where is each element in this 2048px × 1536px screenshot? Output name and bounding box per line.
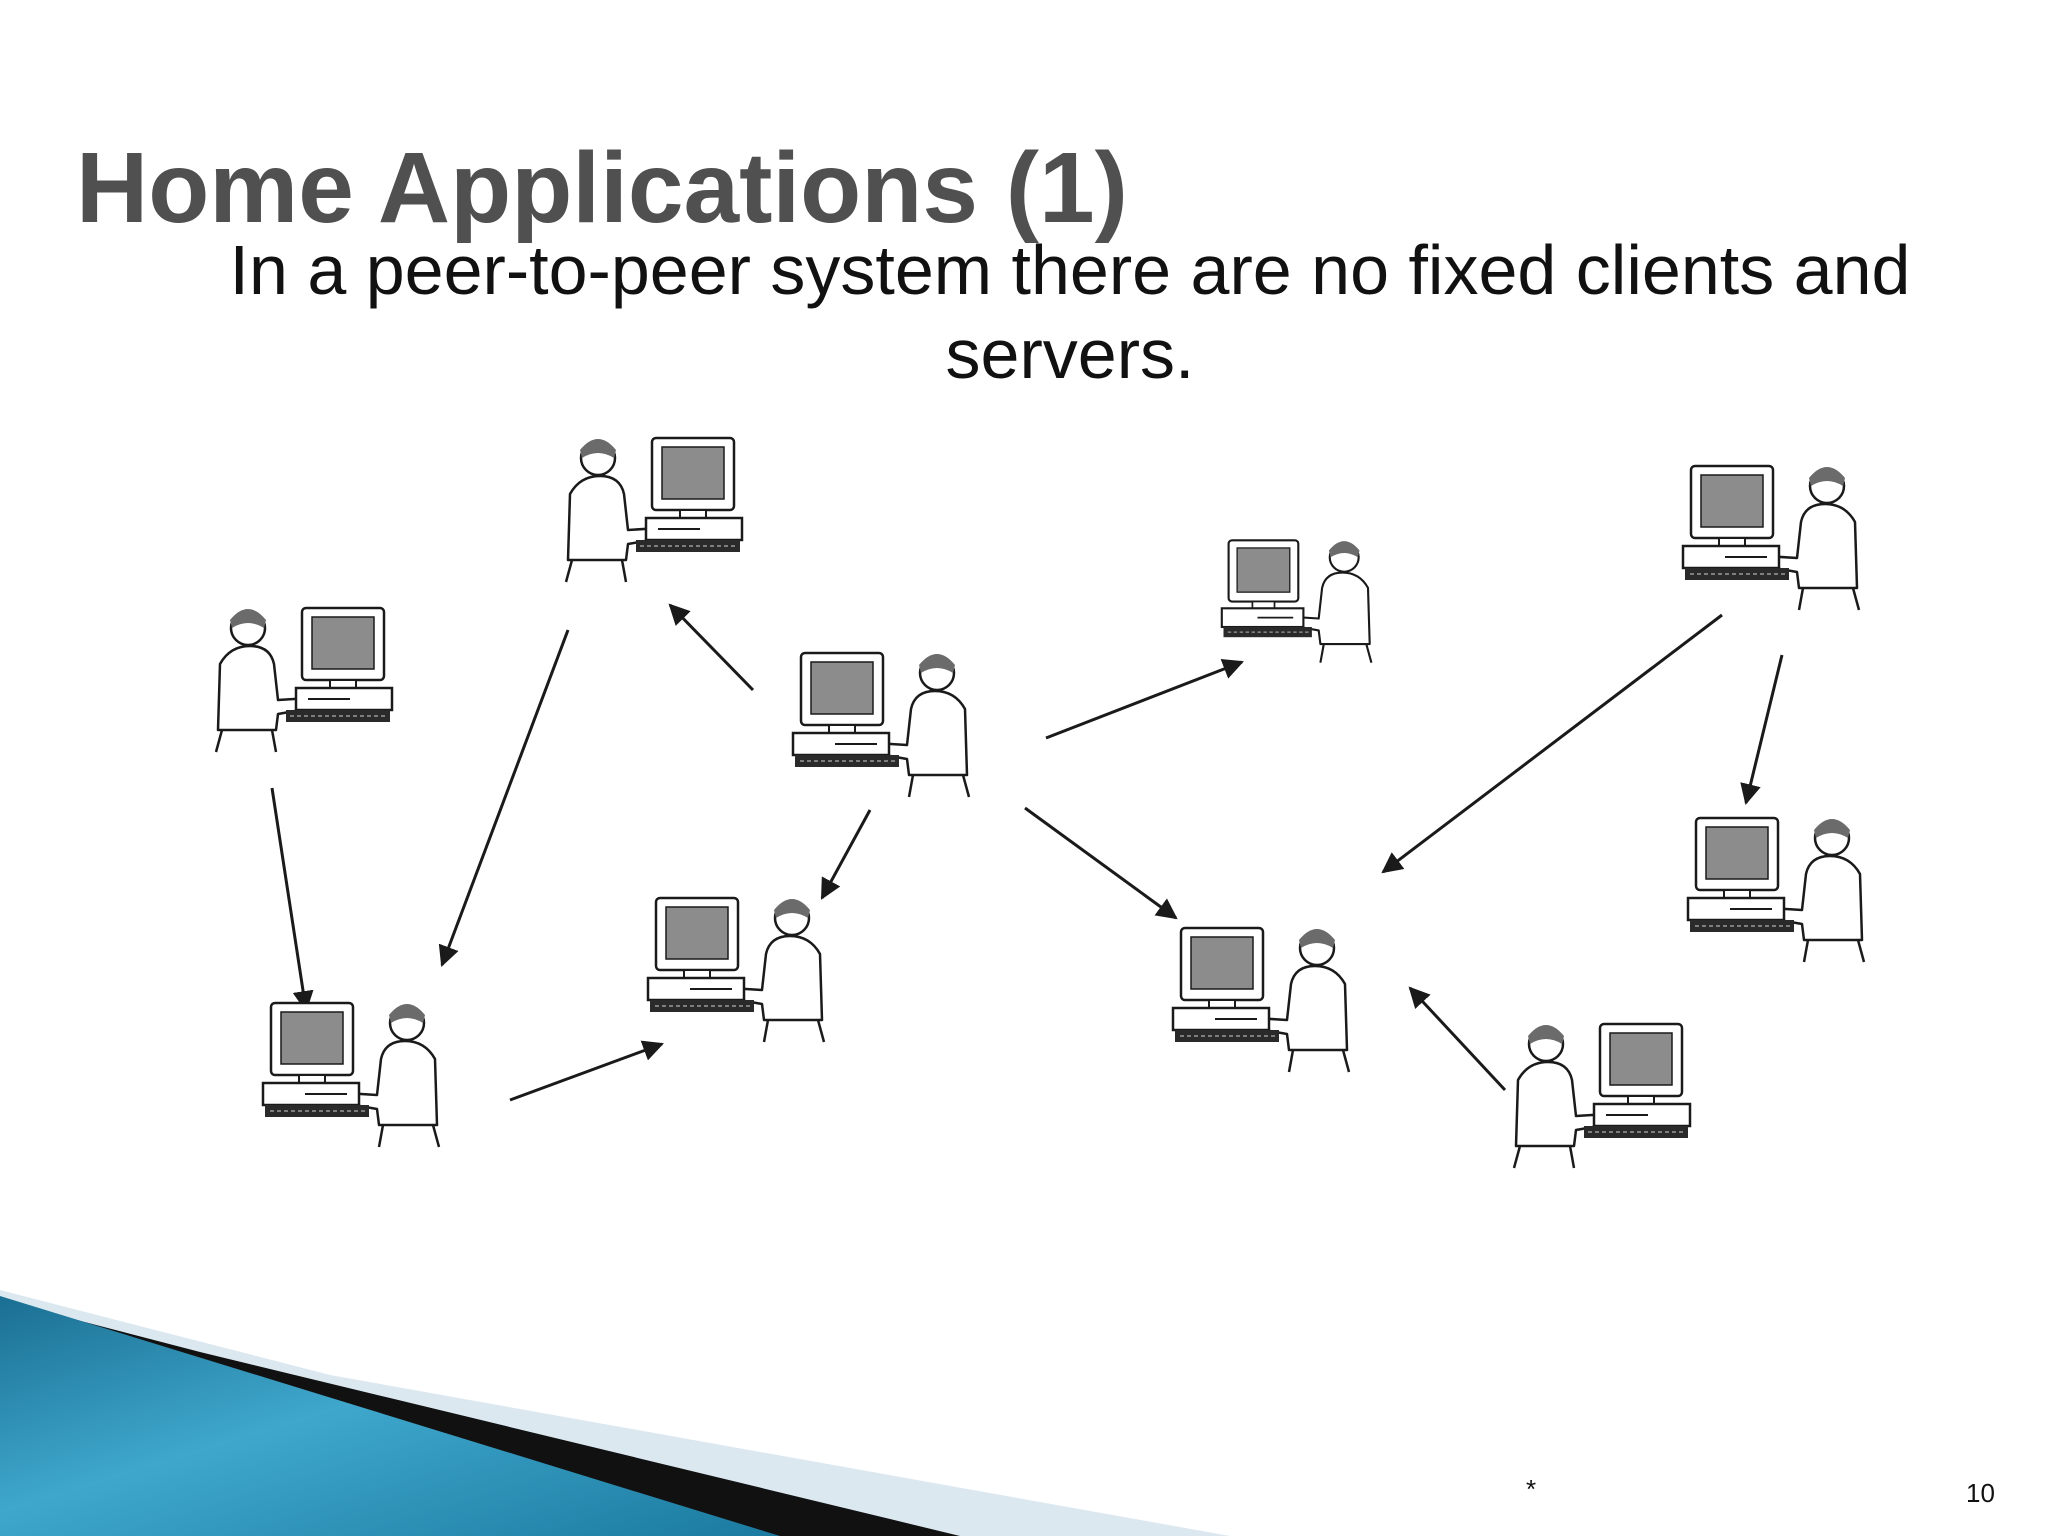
arrow-icon xyxy=(1045,659,1244,740)
footer-mark: * xyxy=(1526,1474,1537,1504)
computer-user-icon xyxy=(1686,816,1866,964)
arrow-icon xyxy=(1381,613,1723,874)
computer-user-icon xyxy=(564,436,744,584)
arrow-icon xyxy=(668,603,755,692)
subtitle-line-2: servers. xyxy=(945,315,1195,393)
arrow-icon xyxy=(1740,654,1784,806)
subtitle-line-1: In a peer-to-peer system there are no fi… xyxy=(229,231,1911,309)
page-number: 10 xyxy=(1966,1478,1995,1508)
page-title: Home Applications (1) xyxy=(76,132,1128,244)
computer-user-icon xyxy=(791,651,971,799)
arrow-icon xyxy=(438,629,570,967)
computer-user-icon xyxy=(261,1001,441,1149)
computer-user-icon xyxy=(1171,926,1351,1074)
arrow-icon xyxy=(270,787,314,1013)
arrow-icon xyxy=(820,809,872,900)
computer-user-icon xyxy=(1220,539,1373,664)
slide-subtitle: In a peer-to-peer system there are no fi… xyxy=(110,228,2030,396)
computer-user-icon xyxy=(1681,464,1861,612)
connection-arrows xyxy=(270,603,1784,1102)
arrow-icon xyxy=(1024,806,1178,920)
computer-user-icon xyxy=(646,896,826,1044)
arrow-icon xyxy=(1408,986,1507,1092)
arrow-icon xyxy=(509,1040,664,1102)
peers xyxy=(214,436,1866,1170)
computer-user-icon xyxy=(1512,1022,1692,1170)
computer-user-icon xyxy=(214,606,394,754)
